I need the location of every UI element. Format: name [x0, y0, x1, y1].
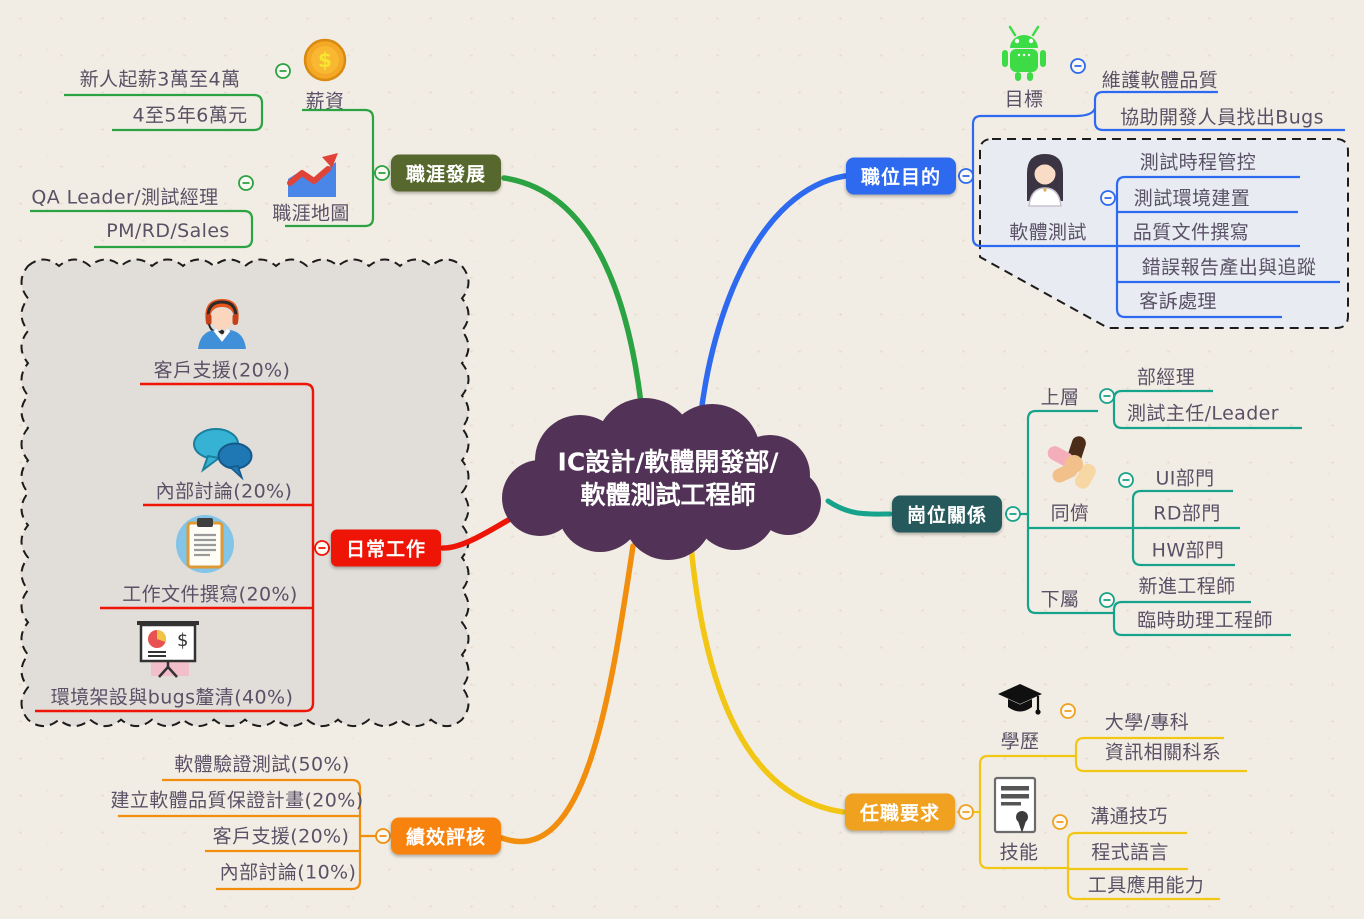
topic-software-test-child[interactable]: 測試環境建置: [1133, 187, 1251, 210]
collapse-toggle[interactable]: [1118, 472, 1134, 488]
collapse-toggle[interactable]: [275, 63, 291, 79]
branch-purpose[interactable]: 職位目的: [845, 157, 957, 195]
topic-education-child[interactable]: 大學/專科: [1104, 711, 1190, 734]
topic-upper[interactable]: 上層: [1040, 386, 1080, 409]
clipboard-icon: [172, 514, 238, 574]
collapse-toggle[interactable]: [1099, 388, 1115, 404]
daily-work-boundary[interactable]: [20, 258, 470, 728]
topic-subordinates[interactable]: 下屬: [1040, 588, 1080, 611]
topic-skills[interactable]: 技能: [999, 841, 1039, 864]
topic-software-test-child[interactable]: 測試時程管控: [1139, 151, 1257, 174]
topic-peers[interactable]: 同儕: [1050, 502, 1090, 525]
topic-education-child[interactable]: 資訊相關科系: [1104, 741, 1222, 764]
topic-subordinates-child[interactable]: 新進工程師: [1138, 575, 1236, 598]
collapse-toggle[interactable]: [238, 175, 254, 191]
topic-daily-child[interactable]: 客戶支援(20%): [153, 359, 291, 382]
topic-peers-child[interactable]: RD部門: [1153, 502, 1221, 525]
topic-upper-child[interactable]: 測試主任/Leader: [1127, 402, 1279, 425]
topic-salary[interactable]: 薪資: [305, 90, 345, 113]
graduation-cap-icon: [996, 680, 1044, 720]
hands-together-icon: [1046, 436, 1102, 492]
topic-career-map-child[interactable]: PM/RD/Sales: [106, 220, 230, 242]
career-connectors: [30, 93, 390, 249]
topic-education[interactable]: 學歷: [1000, 730, 1040, 753]
topic-software-test-child[interactable]: 錯誤報告產出與追蹤: [1141, 256, 1317, 279]
topic-peers-child[interactable]: HW部門: [1151, 539, 1225, 562]
woman-avatar-icon: [1020, 143, 1070, 209]
collapse-toggles: [238, 58, 1134, 844]
topic-software-test-child[interactable]: 品質文件撰寫: [1132, 221, 1250, 244]
coin-icon: $: [303, 38, 347, 82]
topic-daily-child[interactable]: 工作文件撰寫(20%): [122, 583, 298, 606]
collapse-toggle[interactable]: [1060, 703, 1076, 719]
branch-performance[interactable]: 績效評核: [390, 817, 502, 855]
android-icon: [999, 22, 1049, 84]
topic-goal-child[interactable]: 維護軟體品質: [1101, 69, 1219, 92]
topic-performance-child[interactable]: 軟體驗證測試(50%): [174, 753, 350, 776]
topic-peers-child[interactable]: UI部門: [1155, 467, 1215, 490]
purpose-connectors: [958, 90, 1345, 319]
topic-performance-child[interactable]: 建立軟體品質保證計畫(20%): [110, 789, 364, 812]
collapse-toggle[interactable]: [1099, 592, 1115, 608]
support-agent-icon: [194, 291, 250, 349]
collapse-toggle[interactable]: [1005, 506, 1021, 522]
topic-performance-child[interactable]: 內部討論(10%): [219, 861, 357, 884]
collapse-toggle[interactable]: [958, 804, 974, 820]
topic-subordinates-child[interactable]: 臨時助理工程師: [1137, 609, 1273, 632]
collapse-toggle[interactable]: [375, 828, 391, 844]
presentation-board-icon: $: [137, 616, 203, 678]
performance-connectors: [118, 778, 390, 891]
topic-daily-child[interactable]: 內部討論(20%): [155, 480, 293, 503]
branch-relations[interactable]: 崗位關係: [891, 495, 1003, 533]
topic-software-test[interactable]: 軟體測試: [1009, 221, 1087, 244]
collapse-toggle[interactable]: [958, 168, 974, 184]
topic-skills-child[interactable]: 溝通技巧: [1090, 805, 1168, 828]
daily-connectors: [35, 382, 330, 713]
collapse-toggle[interactable]: [1100, 190, 1116, 206]
chat-bubbles-icon: [190, 423, 254, 481]
collapse-toggle[interactable]: [1052, 814, 1068, 830]
software-test-boundary[interactable]: [979, 138, 1349, 329]
topic-software-test-child[interactable]: 客訴處理: [1139, 290, 1217, 313]
topic-skills-child[interactable]: 程式語言: [1091, 841, 1169, 864]
topic-performance-child[interactable]: 客戶支援(20%): [212, 825, 350, 848]
topic-daily-child[interactable]: 環境架設與bugs釐清(40%): [50, 686, 294, 709]
topic-skills-child[interactable]: 工具應用能力: [1087, 874, 1205, 897]
svg-text:$: $: [177, 630, 188, 651]
topic-goal-child[interactable]: 協助開發人員找出Bugs: [1120, 106, 1324, 129]
topic-goal[interactable]: 目標: [1004, 88, 1044, 111]
branch-requirements[interactable]: 任職要求: [844, 793, 956, 831]
topic-career-map-child[interactable]: QA Leader/測試經理: [31, 186, 219, 209]
collapse-toggle[interactable]: [374, 165, 390, 181]
branch-curve-performance: [499, 543, 636, 845]
central-topic-cloud[interactable]: [502, 398, 821, 560]
collapse-toggle[interactable]: [1070, 58, 1086, 74]
central-topic-title[interactable]: IC設計/軟體開發部/ 軟體測試工程師: [558, 447, 779, 512]
branch-daily[interactable]: 日常工作: [330, 529, 442, 567]
topic-salary-child[interactable]: 新人起薪3萬至4萬: [79, 68, 241, 91]
branch-career[interactable]: 職涯發展: [390, 154, 502, 192]
central-topic-line2: 軟體測試工程師: [580, 480, 756, 509]
topic-career-map[interactable]: 職涯地圖: [272, 202, 350, 225]
branch-curve-daily: [440, 515, 515, 551]
svg-text:$: $: [318, 48, 332, 72]
trend-chart-icon: [286, 149, 338, 199]
topic-salary-child[interactable]: 4至5年6萬元: [132, 104, 248, 127]
branch-curve-purpose: [697, 173, 848, 425]
collapse-toggle[interactable]: [314, 540, 330, 556]
branch-curve-requirements: [688, 543, 846, 815]
certificate-icon: [992, 776, 1038, 836]
central-topic-line1: IC設計/軟體開發部/: [557, 447, 779, 477]
branch-curve-career: [501, 175, 646, 425]
topic-upper-child[interactable]: 部經理: [1136, 366, 1196, 389]
branch-curve-relations: [825, 498, 893, 517]
